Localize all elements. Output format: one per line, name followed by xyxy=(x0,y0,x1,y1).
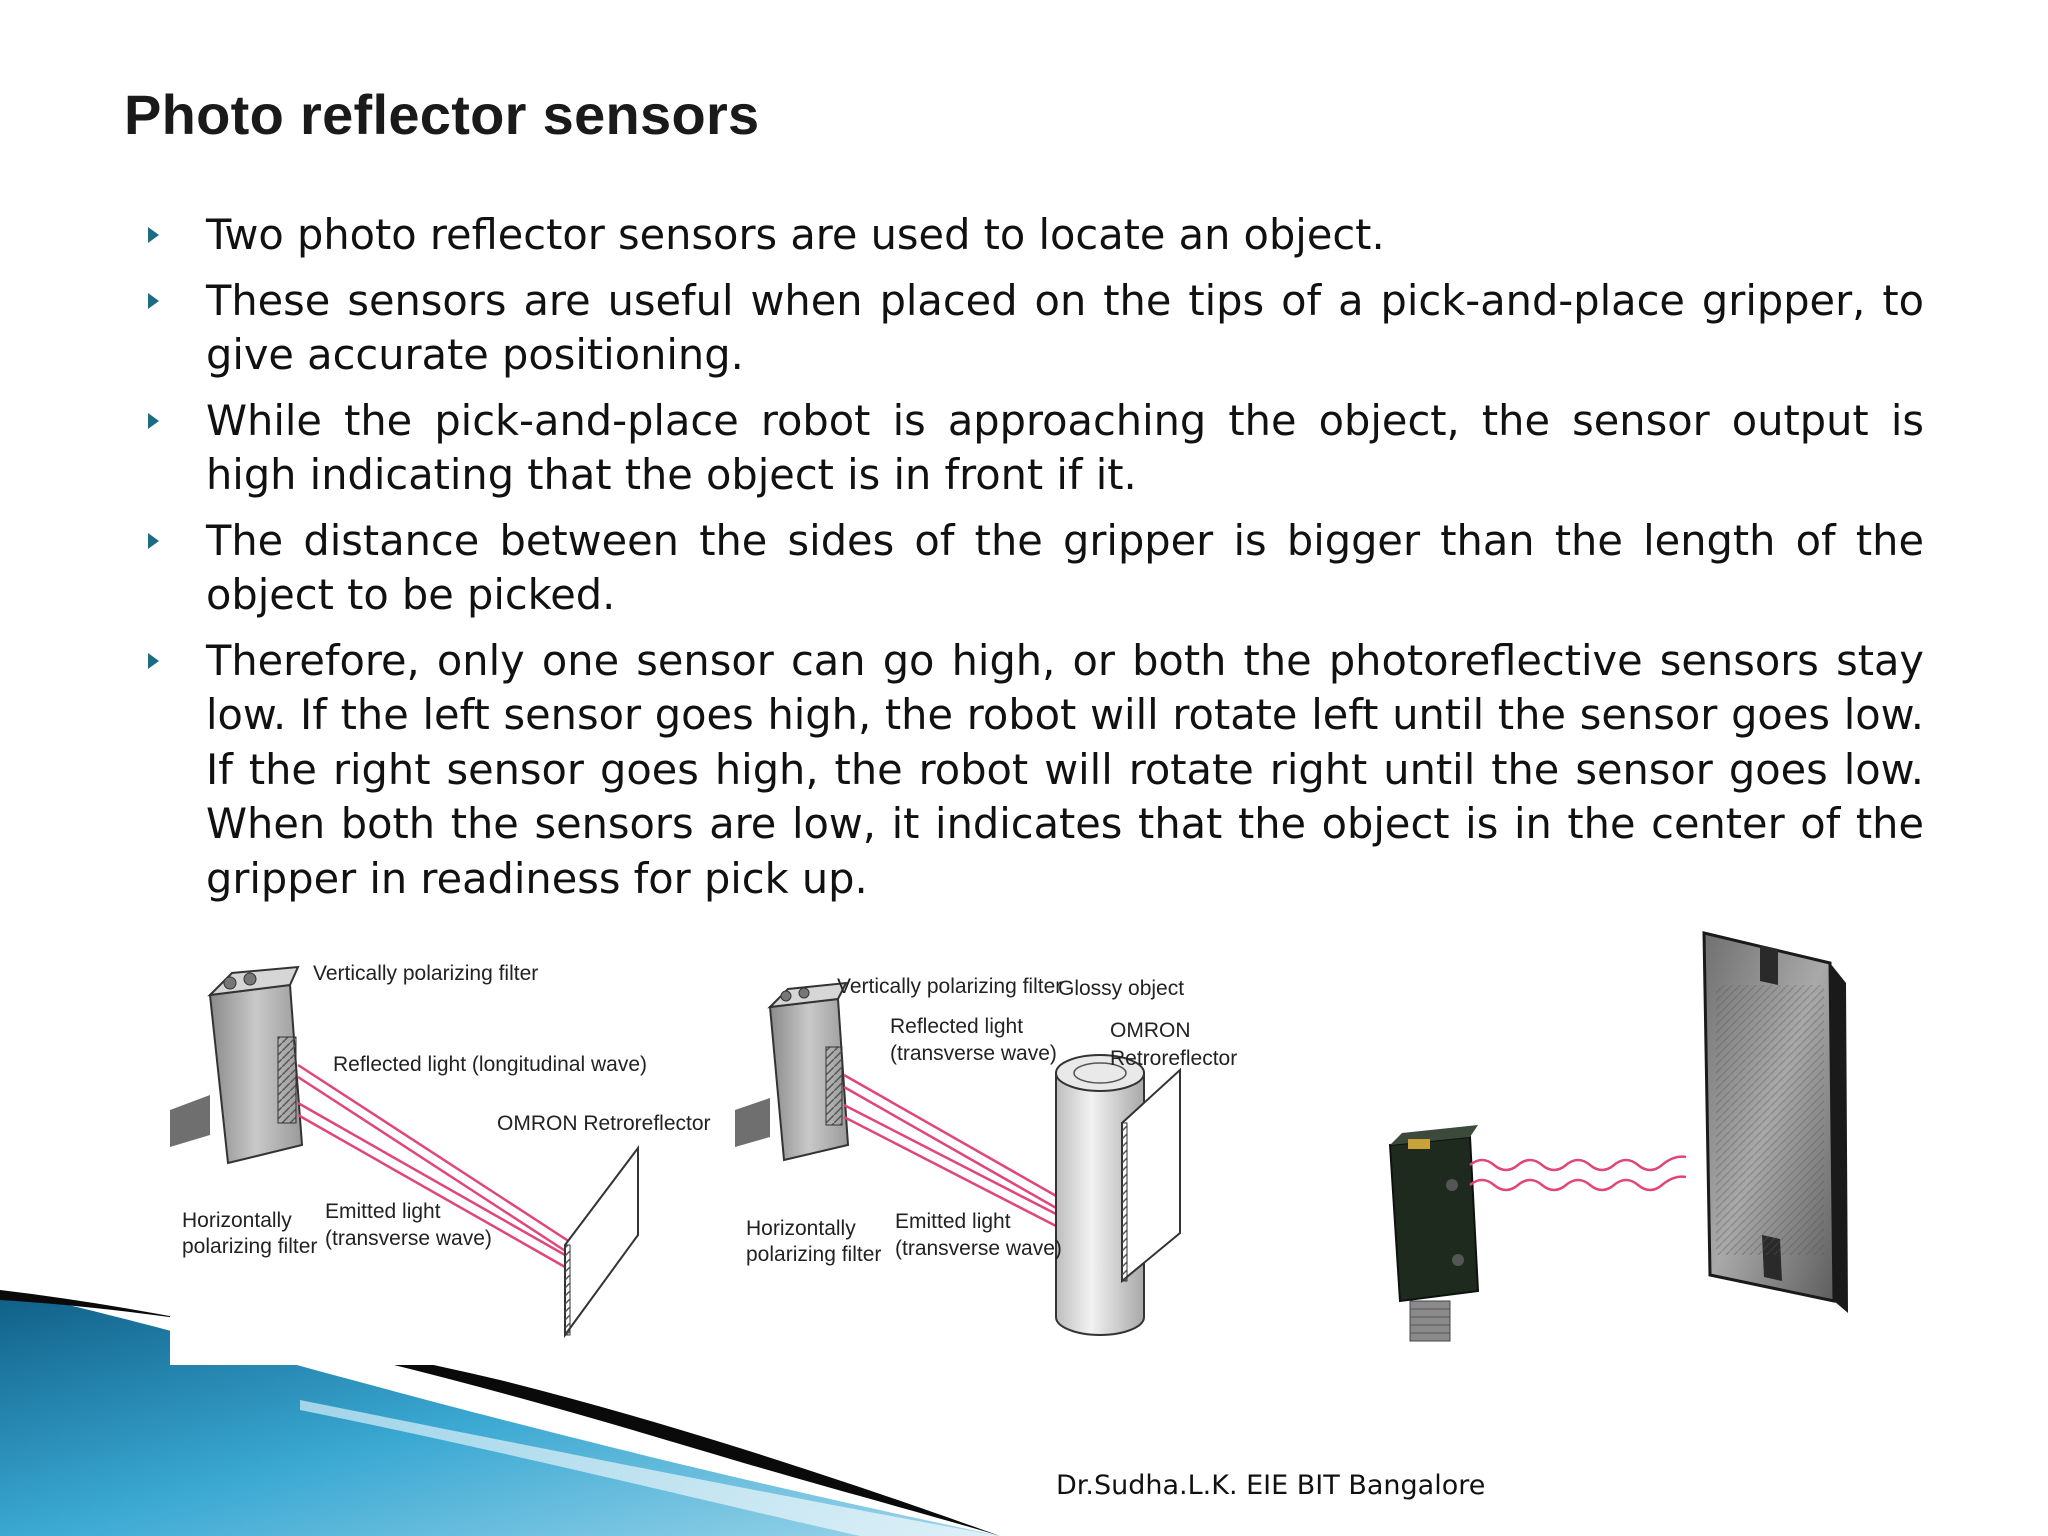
bullet-text: While the pick-and-place robot is approa… xyxy=(206,395,1924,500)
bullet-text: Therefore, only one sensor can go high, … xyxy=(206,635,1924,903)
middle-label-emitted-1: Emitted light xyxy=(895,1210,1011,1233)
left-sensor-diagram: Vertically polarizing filter Reflected l… xyxy=(170,962,711,1339)
middle-label-reflected-1: Reflected light xyxy=(890,1015,1023,1038)
left-label-reflected: Reflected light (longitudinal wave) xyxy=(333,1053,647,1076)
bullet-item: Therefore, only one sensor can go high, … xyxy=(140,634,1924,907)
left-label-retroreflector: OMRON Retroreflector xyxy=(497,1112,711,1135)
middle-sensor-diagram: Vertically polarizing filter Glossy obje… xyxy=(735,975,1237,1336)
middle-label-reflected-2: (transverse wave) xyxy=(890,1042,1057,1065)
left-label-horizontal-2: polarizing filter xyxy=(182,1235,317,1258)
right-sensor-photo xyxy=(1388,931,1848,1342)
bullet-item: These sensors are useful when placed on … xyxy=(140,274,1924,383)
sensor-illustrations-svg: Vertically polarizing filter Reflected l… xyxy=(170,931,1848,1342)
bullet-text: The distance between the sides of the gr… xyxy=(206,515,1924,620)
middle-label-horizontal-1: Horizontally xyxy=(746,1217,856,1240)
middle-label-vertical-filter: Vertically polarizing filter xyxy=(837,975,1062,998)
triangle-bullet-icon xyxy=(148,652,159,669)
bullet-item: The distance between the sides of the gr… xyxy=(140,514,1924,623)
triangle-bullet-icon xyxy=(148,227,159,243)
bullet-text: These sensors are useful when placed on … xyxy=(206,275,1924,380)
corner-swoosh-decoration xyxy=(0,1290,1000,1536)
middle-label-emitted-2: (transverse wave) xyxy=(895,1237,1062,1260)
triangle-bullet-icon xyxy=(148,412,159,429)
figure-background xyxy=(170,940,1610,1365)
triangle-bullet-icon xyxy=(148,532,159,549)
middle-label-horizontal-2: polarizing filter xyxy=(746,1243,881,1266)
footer-author: Dr.Sudha.L.K. EIE BIT Bangalore xyxy=(1056,1470,1486,1501)
bullet-item: While the pick-and-place robot is approa… xyxy=(140,394,1924,503)
middle-label-glossy: Glossy object xyxy=(1058,977,1184,1000)
bullet-list: Two photo reflector sensors are used to … xyxy=(140,208,1924,917)
bullet-text: Two photo reflector sensors are used to … xyxy=(206,210,1385,259)
triangle-bullet-icon xyxy=(148,292,159,309)
left-label-vertical-filter: Vertically polarizing filter xyxy=(313,962,538,985)
left-label-emitted-1: Emitted light xyxy=(325,1200,441,1223)
middle-label-omron-1: OMRON xyxy=(1110,1019,1191,1042)
middle-label-omron-2: Retroreflector xyxy=(1110,1047,1237,1070)
bullet-item: Two photo reflector sensors are used to … xyxy=(140,208,1924,263)
sensor-illustrations: Vertically polarizing filter Reflected l… xyxy=(170,915,1870,1375)
left-label-horizontal-1: Horizontally xyxy=(182,1209,292,1232)
slide-title: Photo reflector sensors xyxy=(124,83,760,146)
left-label-emitted-2: (transverse wave) xyxy=(325,1227,492,1250)
